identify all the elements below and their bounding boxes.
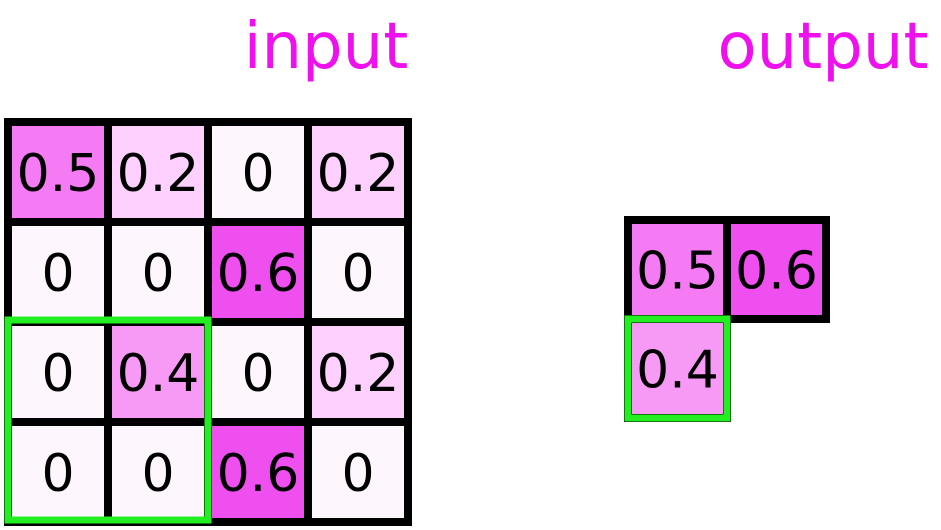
input-value-r0-c1: 0.2 xyxy=(117,144,200,204)
highlights xyxy=(4,315,731,524)
output-cell-r0-c1 xyxy=(723,216,830,323)
input-value-r3-c1: 0 xyxy=(141,444,174,504)
output-cell-highlight xyxy=(624,315,731,422)
input-grid: 0.5 0.2 0 0.2 0 0 0.6 0 0 0.4 0 0.2 0 0 0.6 0 xyxy=(4,118,412,526)
input-value-r1-c2: 0.6 xyxy=(217,244,300,304)
input-value-r0-c2: 0 xyxy=(241,144,274,204)
input-value-r3-c2: 0.6 xyxy=(217,444,300,504)
input-cell-r0-c3 xyxy=(304,118,412,226)
output-value-r0-c0: 0.5 xyxy=(636,242,719,302)
output-cell-r0-c0 xyxy=(624,216,731,323)
input-value-r2-c3: 0.2 xyxy=(317,344,400,404)
input-value-r2-c1: 0.4 xyxy=(117,344,200,404)
input-value-r2-c0: 0 xyxy=(41,344,74,404)
input-value-r2-c2: 0 xyxy=(241,344,274,404)
input-window-highlight xyxy=(4,316,212,524)
input-value-r1-c1: 0 xyxy=(141,244,174,304)
input-cell-r3-c3 xyxy=(304,418,412,526)
input-value-r3-c0: 0 xyxy=(41,444,74,504)
input-cell-r1-c3 xyxy=(304,218,412,326)
input-value-r1-c0: 0 xyxy=(41,244,74,304)
output-value-r0-c1: 0.6 xyxy=(735,242,818,302)
output-title: output xyxy=(717,10,928,84)
output-grid: 0.5 0.6 0.4 xyxy=(624,216,830,422)
input-value-r0-c0: 0.5 xyxy=(17,144,100,204)
input-value-r3-c3: 0 xyxy=(341,444,374,504)
input-title: input xyxy=(244,10,409,84)
input-value-r1-c3: 0 xyxy=(341,244,374,304)
output-value-r1-c0: 0.4 xyxy=(636,341,719,401)
input-value-r0-c3: 0.2 xyxy=(317,144,400,204)
